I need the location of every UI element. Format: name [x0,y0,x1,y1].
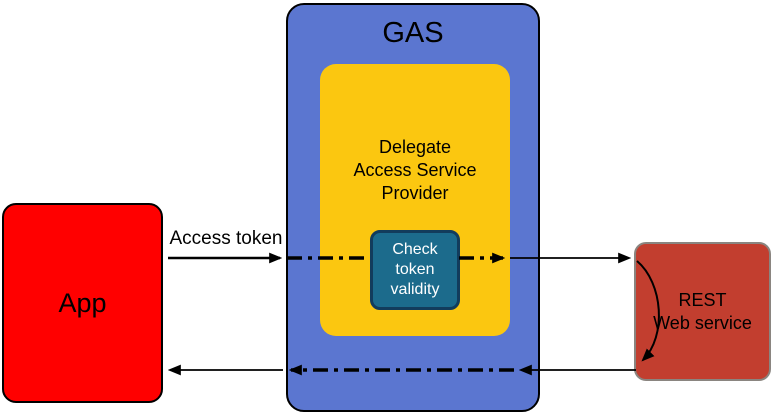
check-token-validity-node: Check token validity [370,230,460,310]
delegate-label: Delegate Access Service Provider [320,136,510,205]
delegate-label-line-1: Delegate [378,137,452,157]
check-label-line-1: Check [392,241,438,258]
check-label-line-2: token [395,261,435,278]
access-token-label: Access token [169,228,283,249]
rest-web-service-node: REST Web service [634,242,771,381]
check-label-line-3: validity [390,281,440,298]
app-label: App [58,287,107,318]
rest-label-line-1: REST [678,289,727,310]
delegate-access-service-provider-node: Delegate Access Service Provider Check t… [320,64,510,336]
gas-label: GAS [382,17,444,49]
gas-node: GAS Delegate Access Service Provider Che… [286,3,540,412]
delegate-label-line-3: Provider [381,183,449,203]
rest-label-line-2: Web service [653,312,752,333]
app-node: App [2,203,163,403]
delegate-label-line-2: Access Service [353,160,477,180]
